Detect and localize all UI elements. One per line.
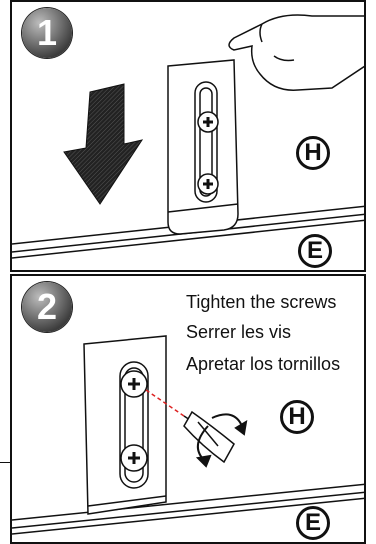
instruction-fr: Serrer les vis xyxy=(186,322,292,342)
divider-line xyxy=(0,462,10,463)
step-number-badge: 1 xyxy=(22,8,72,58)
instruction-es: Apretar los tornillos xyxy=(186,354,341,374)
guide-line xyxy=(145,389,185,417)
label-h-badge: H xyxy=(280,400,314,434)
rotate-arrow-icon xyxy=(195,413,248,468)
step-2-illustration xyxy=(12,335,364,535)
screwdriver-icon xyxy=(183,410,235,464)
screw-icon xyxy=(120,444,148,472)
screw-icon xyxy=(197,111,219,133)
hand-icon xyxy=(228,14,364,91)
step-2-panel: 2 Tighten the screws Serrer les vis Apre… xyxy=(10,274,366,544)
label-e-badge: E xyxy=(298,234,332,268)
instruction-en: Tighten the screws xyxy=(186,292,337,312)
label-e-badge: E xyxy=(296,506,330,540)
screw-icon xyxy=(120,370,148,398)
rail xyxy=(12,483,364,535)
down-arrow-icon xyxy=(63,83,144,205)
screw-icon xyxy=(197,173,219,195)
bracket xyxy=(167,59,239,235)
bracket xyxy=(83,335,167,515)
step-1-illustration xyxy=(12,14,364,259)
step-1-panel: 1 H E xyxy=(10,0,366,272)
label-h-badge: H xyxy=(296,136,330,170)
step-number-badge: 2 xyxy=(22,282,72,332)
